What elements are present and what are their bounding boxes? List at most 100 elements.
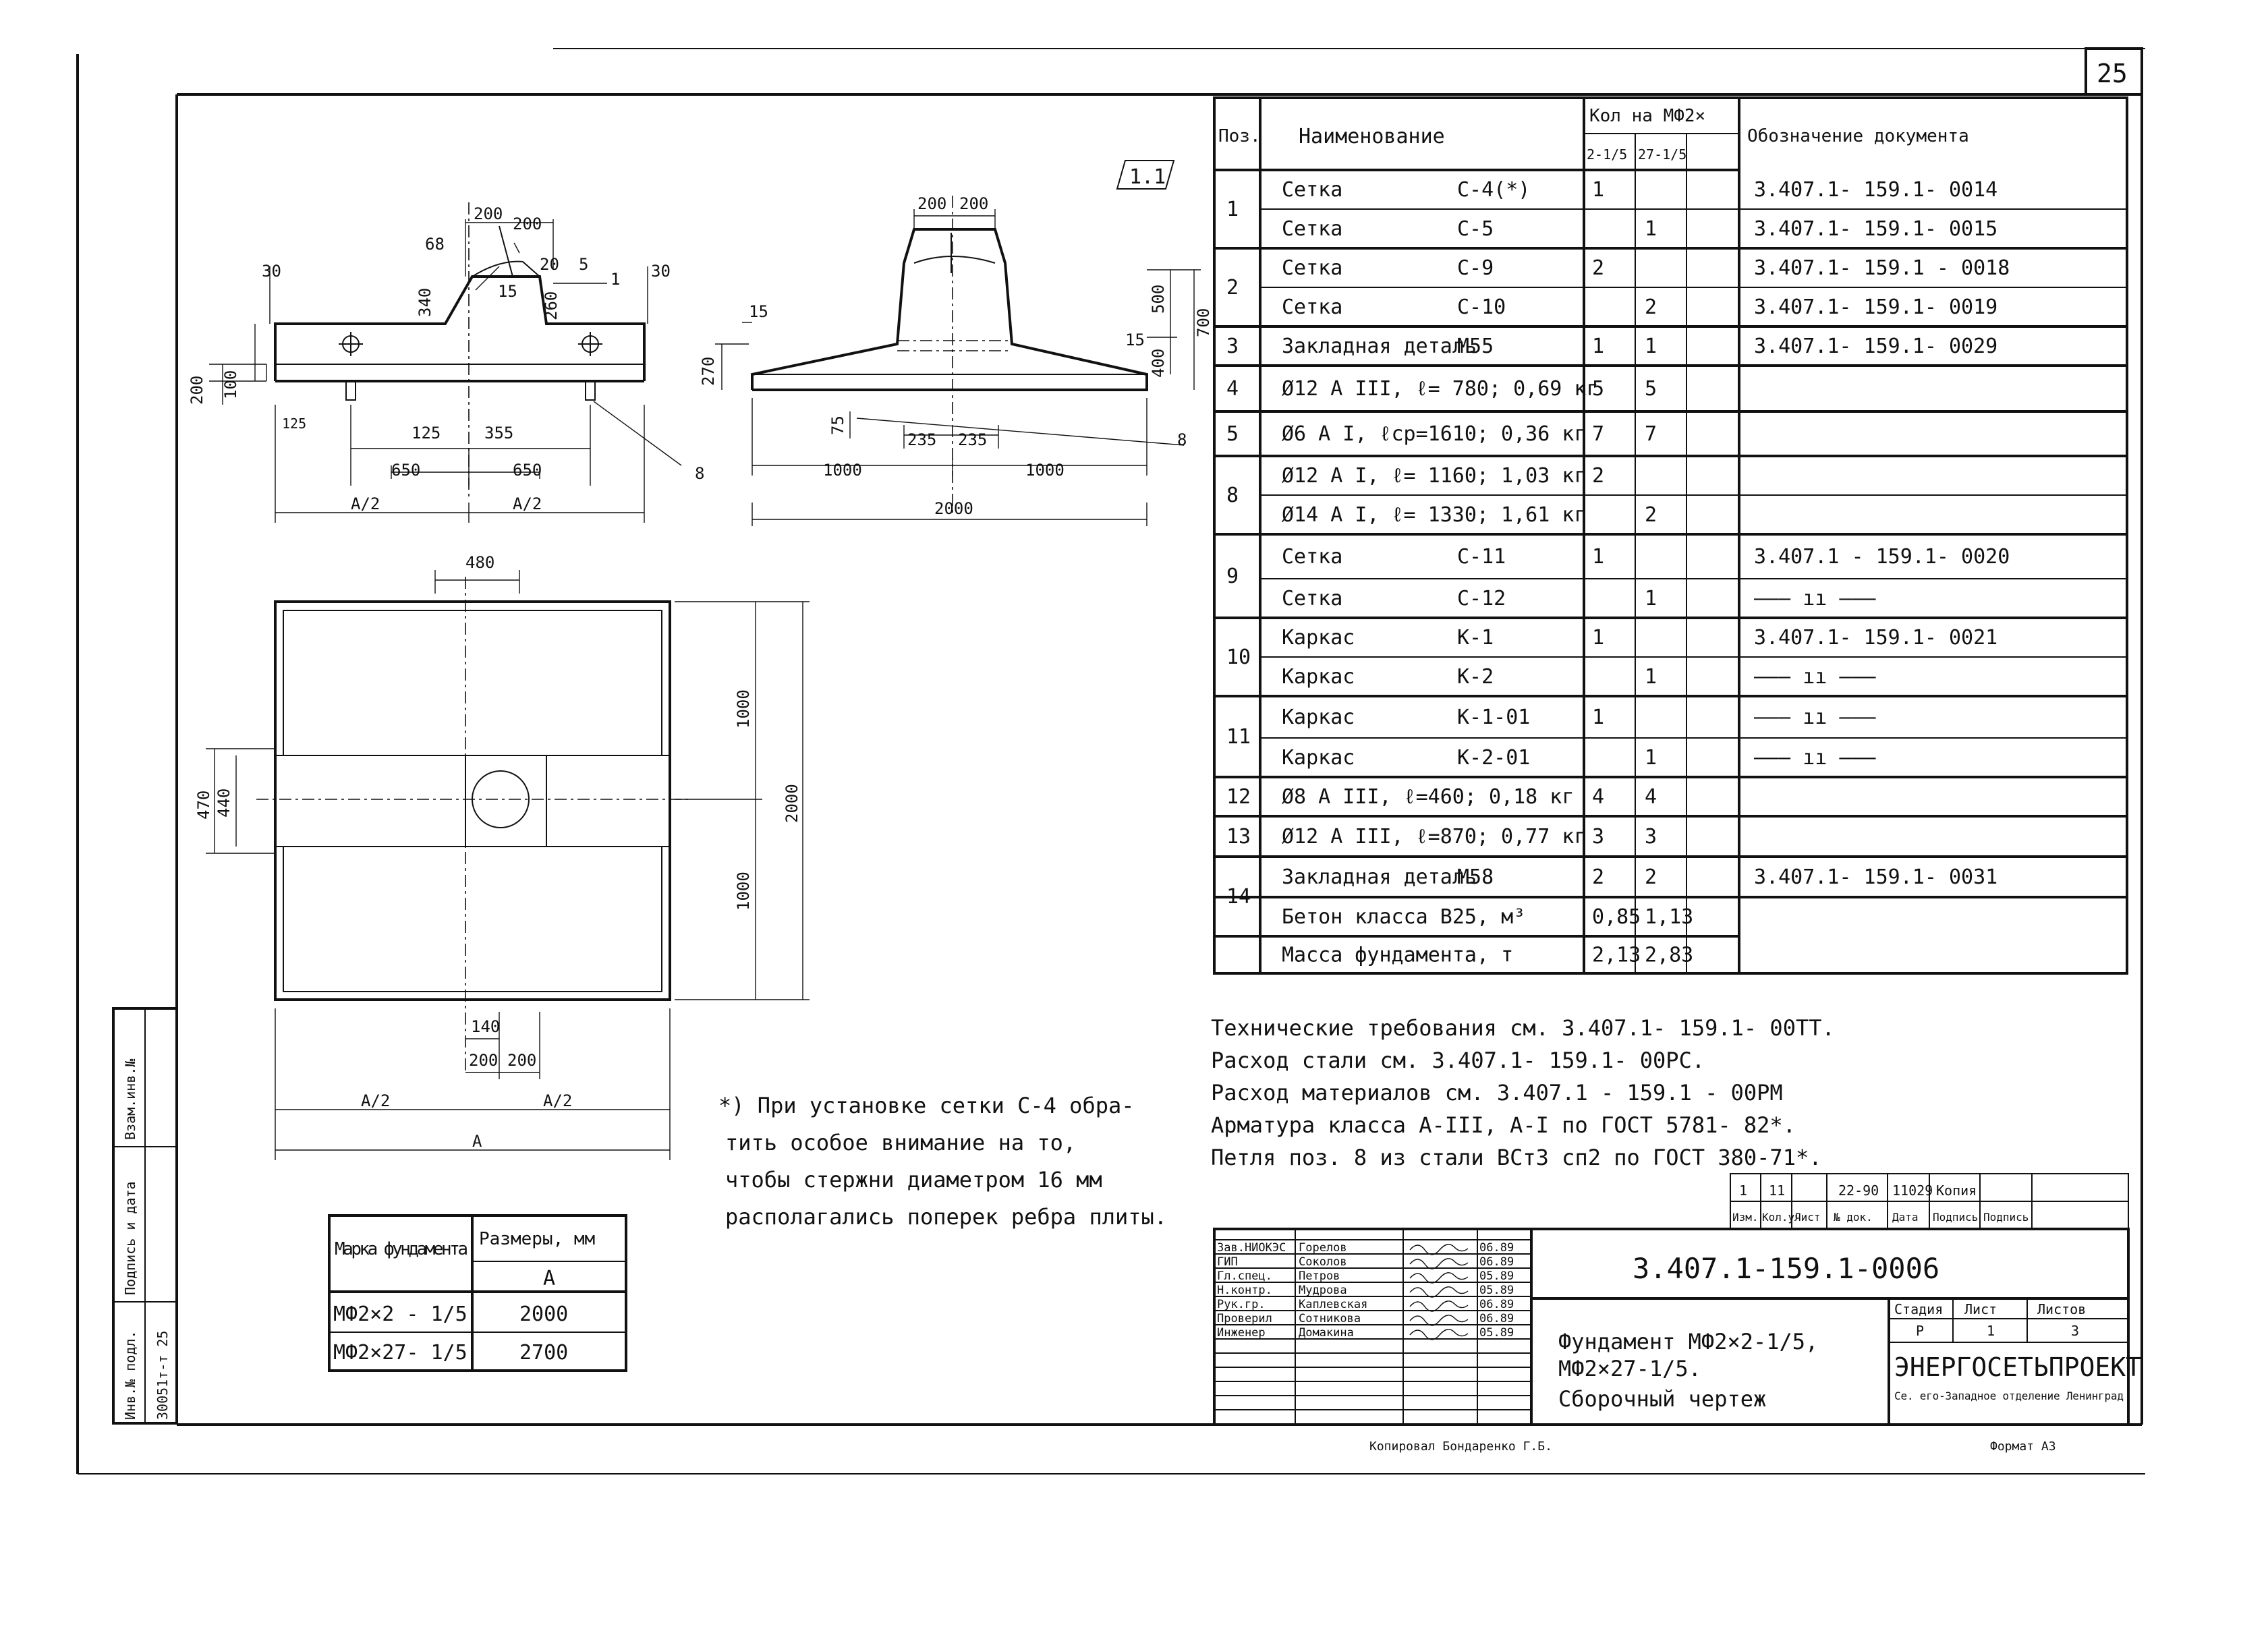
spec-row-qty2: 4 [1645,785,1657,809]
signature-name: Сотникова [1299,1312,1361,1325]
dim-label: 30 [262,262,281,281]
spec-row-pos: 1 [1226,198,1239,221]
spec-row-doc: ——— ıı ——— [1754,706,1877,729]
dim-label: 2000 [934,499,973,518]
spec-row-doc: 3.407.1 - 159.1- 0020 [1754,545,2010,569]
spec-row-mark: К-1-01 [1457,706,1530,729]
spec-row-doc: 3.407.1- 159.1 - 0018 [1754,256,2010,280]
spec-row-qty1: 7 [1592,422,1604,446]
title-line: Фундамент МФ2×2-1/5, [1558,1329,1818,1354]
sheets-label: Листов [2037,1301,2086,1317]
footnote-line: чтобы стержни диаметром 16 мм [725,1167,1102,1193]
dim-label: 15 [1125,331,1145,349]
revision-label: Подпись [1933,1211,1978,1224]
signature-date: 06.89 [1479,1312,1514,1325]
dim-label: 200 [513,214,542,233]
tech-note: Арматура класса А-III, А-I по ГОСТ 5781-… [1211,1112,1796,1138]
dim-label: 1000 [1025,461,1065,480]
signature-name: Мудрова [1299,1284,1347,1297]
spec-row-pos: 8 [1226,484,1239,507]
dim-label: 5 [579,255,588,274]
elevation-front-view [715,196,1201,526]
spec-row-qty2: 1,13 [1645,905,1693,929]
spec-row-name: Бетон класса В25, м³ [1282,905,1525,929]
spec-row-name: Ø6 А I, ℓср=1610; 0,36 кг [1282,422,1586,446]
spec-row-qty2: 2 [1645,865,1657,889]
spec-row-name: Закладная деталь [1282,865,1477,889]
size-table-row-mark: МФ2×2 - 1/5 [333,1303,467,1326]
dim-label: 200 [188,376,206,405]
size-table-header-sizes: Размеры, мм [479,1229,595,1249]
title-block-grid [1213,1228,2130,1426]
signature-name: Петров [1299,1269,1340,1283]
side-strip-label-1: Инв.№ подл. [122,1331,138,1420]
dim-label: А/2 [513,494,542,513]
dim-label: 355 [484,424,513,442]
signature-role: Рук.гр. [1217,1298,1266,1311]
dim-label: 200 [469,1051,498,1070]
spec-row-pos: 2 [1226,276,1239,299]
dim-label: 400 [1149,349,1168,378]
signature-role: Н.контр. [1217,1284,1272,1297]
footnote: *) При установке сетки С-4 обра- тить ос… [718,1093,1167,1230]
revision-value: 11 [1769,1182,1785,1199]
spec-row-mark: С-12 [1457,587,1506,610]
side-strip [112,1007,178,1425]
dim-label: 470 [194,791,213,820]
spec-row-qty1: 1 [1592,626,1604,650]
tech-note: Петля поз. 8 из стали ВСт3 сп2 по ГОСТ 3… [1211,1145,1821,1170]
elevation-side-view [209,202,682,523]
title-line: МФ2×27-1/5. [1558,1356,1701,1381]
sheet-number: 25 [2097,59,2128,88]
dim-label: 235 [907,430,936,449]
signature-role: ГИП [1217,1255,1238,1269]
signature-date: 06.89 [1479,1241,1514,1255]
spec-row-qty1: 3 [1592,825,1604,849]
dim-label: 125 [412,424,441,442]
spec-row-name: Каркас [1282,665,1355,689]
signature-role: Инженер [1217,1326,1266,1340]
spec-row-name: Закладная деталь [1282,335,1477,358]
side-strip-label-2: Подпись и дата [122,1181,138,1295]
spec-row-name: Сетка [1282,217,1342,241]
spec-row-name: Ø12 А III, ℓ=870; 0,77 кг [1282,825,1586,849]
revision-value: Копия [1936,1182,1977,1199]
spec-row-mark: С-11 [1457,545,1506,569]
spec-header-qty-col2: 27-1/5 [1638,146,1686,163]
signature-date: 06.89 [1479,1298,1514,1311]
spec-row-pos: 4 [1226,377,1239,401]
spec-row-pos: 5 [1226,422,1239,446]
size-table-header-mark: Марка фундамента [335,1239,468,1259]
signature-name: Горелов [1299,1241,1347,1255]
title-line: Сборочный чертеж [1558,1386,1766,1412]
size-table-row-mark: МФ2×27- 1/5 [333,1341,467,1365]
spec-row-name: Ø14 А I, ℓ= 1330; 1,61 кг [1282,503,1586,527]
spec-row-qty1: 2 [1592,256,1604,280]
dim-label: 1000 [734,871,753,911]
side-strip-value: 30051т-т 25 [154,1331,171,1420]
size-table-grid [328,1214,627,1372]
spec-row-qty1: 5 [1592,377,1604,401]
dim-label: 480 [465,553,494,572]
dim-label: 500 [1149,285,1168,314]
spec-row-pos: 11 [1226,725,1251,749]
view-marker [1116,160,1175,190]
spec-header-doc: Обозначение документа [1747,126,1969,146]
handwritten-signature [1409,1315,1469,1326]
spec-row-qty2: 2 [1645,295,1657,319]
plan-view [206,570,810,1160]
dim-label: 100 [221,370,240,399]
spec-row-doc: ——— ıı ——— [1754,587,1877,610]
tech-notes: Технические требования см. 3.407.1- 159.… [1211,1015,1835,1170]
spec-header-qty-col1: 2-1/5 [1587,146,1627,163]
spec-row-mark: К-2-01 [1457,746,1530,770]
footer-right: Формат А3 [1990,1439,2056,1454]
dim-label: 650 [513,461,542,480]
dim-label: 1000 [823,461,862,480]
dim-label: 270 [699,357,718,386]
spec-row-mark: К-2 [1457,665,1494,689]
spec-row-doc: 3.407.1- 159.1- 0019 [1754,295,1997,319]
spec-row-pos: 9 [1226,565,1239,588]
spec-row-qty2: 2,83 [1645,944,1693,967]
